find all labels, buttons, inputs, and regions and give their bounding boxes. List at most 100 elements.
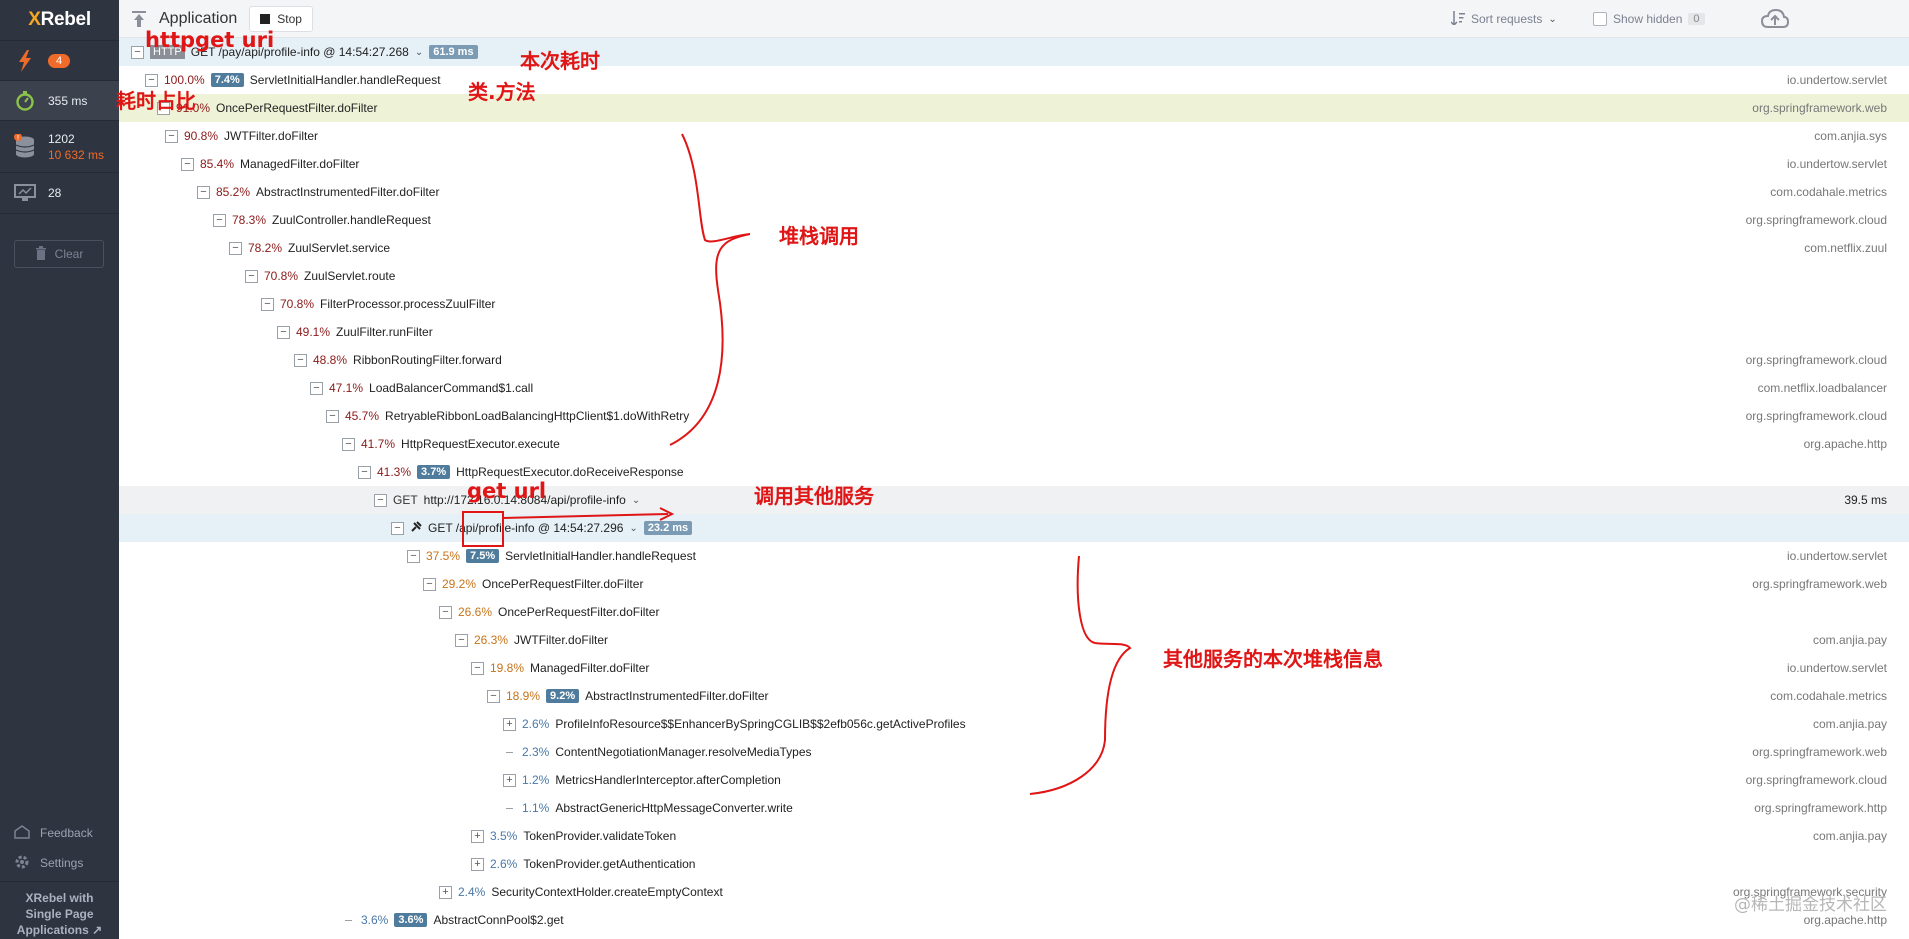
table-row[interactable]: 1.1%AbstractGenericHttpMessageConverter.… xyxy=(119,794,1909,822)
show-hidden-toggle[interactable]: Show hidden 0 xyxy=(1593,0,1705,38)
table-row[interactable]: +2.4%SecurityContextHolder.createEmptyCo… xyxy=(119,878,1909,906)
table-row[interactable]: −70.8%ZuulServlet.route xyxy=(119,262,1909,290)
top-bar: Application Stop xyxy=(119,0,1909,38)
chevron-down-icon[interactable]: ⌄ xyxy=(414,46,424,58)
collapse-toggle[interactable]: − xyxy=(407,549,420,563)
method-name: ZuulServlet.service xyxy=(288,241,391,255)
collapse-toggle[interactable]: − xyxy=(487,689,500,703)
expand-toggle[interactable]: + xyxy=(503,773,516,787)
collapse-toggle[interactable]: − xyxy=(391,521,404,535)
table-row[interactable]: +2.6%ProfileInfoResource$$EnhancerBySpri… xyxy=(119,710,1909,738)
promo-line-3: Applications xyxy=(16,923,89,937)
table-row[interactable]: −85.2%AbstractInstrumentedFilter.doFilte… xyxy=(119,178,1909,206)
chevron-down-icon[interactable]: ⌄ xyxy=(631,494,641,506)
collapse-toggle[interactable]: − xyxy=(455,633,468,647)
method-name: RibbonRoutingFilter.forward xyxy=(353,353,502,367)
collapse-toggle[interactable]: − xyxy=(131,45,144,59)
self-time-badge: 3.7% xyxy=(417,465,451,479)
collapse-toggle[interactable]: − xyxy=(358,465,371,479)
collapse-toggle[interactable]: − xyxy=(439,605,452,619)
collapse-toggle[interactable]: − xyxy=(213,213,226,227)
sidebar-item-alerts[interactable]: 4 xyxy=(0,40,119,80)
table-row[interactable]: 2.3%ContentNegotiationManager.resolveMed… xyxy=(119,738,1909,766)
collapse-toggle[interactable]: − xyxy=(277,325,290,339)
db-total-time: 10 632 ms xyxy=(48,147,105,162)
table-row[interactable]: −26.6%OncePerRequestFilter.doFilter xyxy=(119,598,1909,626)
clear-button[interactable]: Clear xyxy=(14,240,104,268)
table-row[interactable]: −49.1%ZuulFilter.runFilter xyxy=(119,318,1909,346)
percentage: 2.6% xyxy=(522,717,550,731)
spa-promo-link[interactable]: XRebel with Single Page Applications ↗ xyxy=(0,881,119,939)
package-name: com.codahale.metrics xyxy=(1770,185,1887,199)
chevron-down-icon[interactable]: ⌄ xyxy=(629,522,638,534)
collapse-toggle[interactable]: − xyxy=(245,269,258,283)
package-name: org.springframework.cloud xyxy=(1745,353,1887,367)
collapse-toggle[interactable]: − xyxy=(261,297,274,311)
method-name: JWTFilter.doFilter xyxy=(224,129,319,143)
table-row[interactable]: −37.5%7.5%ServletInitialHandler.handleRe… xyxy=(119,542,1909,570)
sort-requests-dropdown[interactable]: Sort requests ⌄ xyxy=(1450,0,1557,38)
method-name: ContentNegotiationManager.resolveMediaTy… xyxy=(555,745,812,759)
table-row[interactable]: −100.0%7.4%ServletInitialHandler.handleR… xyxy=(119,66,1909,94)
sidebar-item-remote[interactable]: 28 xyxy=(0,172,119,214)
feedback-link[interactable]: Feedback xyxy=(0,820,119,846)
settings-link[interactable]: Settings xyxy=(0,850,119,876)
annotation-class-method: 类.方法 xyxy=(468,80,536,104)
subrequest-row[interactable]: −GET /api/profile-info @ 14:54:27.296⌄23… xyxy=(119,514,1909,542)
collapse-toggle[interactable]: − xyxy=(157,101,170,115)
collapse-toggle[interactable]: − xyxy=(423,577,436,591)
stopwatch-icon xyxy=(12,90,38,111)
cloud-upload-icon[interactable] xyxy=(1760,0,1790,38)
percentage: 41.7% xyxy=(361,437,396,451)
collapse-toggle[interactable]: − xyxy=(310,381,323,395)
table-row[interactable]: −18.9%9.2%AbstractInstrumentedFilter.doF… xyxy=(119,682,1909,710)
show-hidden-checkbox[interactable] xyxy=(1593,12,1607,26)
expand-toggle[interactable]: + xyxy=(471,857,484,871)
collapse-toggle[interactable]: − xyxy=(197,185,210,199)
percentage: 2.6% xyxy=(490,857,518,871)
collapse-toggle[interactable]: − xyxy=(229,241,242,255)
collapse-toggle[interactable]: − xyxy=(374,493,387,507)
collapse-toggle[interactable]: − xyxy=(342,437,355,451)
expand-toggle[interactable]: + xyxy=(439,885,452,899)
table-row[interactable]: −41.3%3.7%HttpRequestExecutor.doReceiveR… xyxy=(119,458,1909,486)
sidebar-item-timing[interactable]: 355 ms xyxy=(0,80,119,120)
table-row[interactable]: +2.6%TokenProvider.getAuthentication xyxy=(119,850,1909,878)
collapse-toggle[interactable]: − xyxy=(471,661,484,675)
collapse-up-icon[interactable] xyxy=(119,10,159,27)
sidebar-item-database[interactable]: ! 1202 10 632 ms xyxy=(0,120,119,172)
collapse-toggle[interactable]: − xyxy=(181,157,194,171)
table-row[interactable]: −45.7%RetryableRibbonLoadBalancingHttpCl… xyxy=(119,402,1909,430)
collapse-toggle[interactable]: − xyxy=(165,129,178,143)
method-name: SecurityContextHolder.createEmptyContext xyxy=(491,885,723,899)
chevron-down-icon: ⌄ xyxy=(1548,13,1557,25)
table-row[interactable]: +1.2%MetricsHandlerInterceptor.afterComp… xyxy=(119,766,1909,794)
collapse-toggle[interactable]: − xyxy=(326,409,339,423)
table-row[interactable]: −70.8%FilterProcessor.processZuulFilter xyxy=(119,290,1909,318)
collapse-toggle[interactable]: − xyxy=(294,353,307,367)
expand-toggle[interactable]: + xyxy=(471,829,484,843)
collapse-toggle[interactable]: − xyxy=(145,73,158,87)
expand-toggle[interactable]: + xyxy=(503,717,516,731)
leaf-connector xyxy=(503,746,516,759)
stop-button[interactable]: Stop xyxy=(249,5,313,32)
feedback-label: Feedback xyxy=(40,826,93,840)
database-icon: ! xyxy=(12,133,38,160)
http-method: GET xyxy=(393,493,418,507)
